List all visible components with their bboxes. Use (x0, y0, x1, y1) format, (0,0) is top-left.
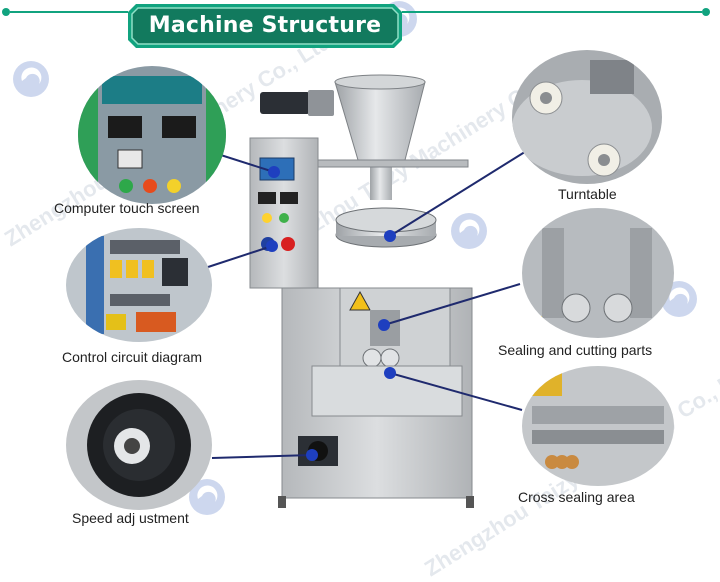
label-cross-sealing: Cross sealing area (518, 489, 635, 505)
page-title: Machine Structure (148, 13, 382, 38)
sealing-cutting-photo (522, 208, 674, 338)
cross-sealing-photo (522, 366, 674, 486)
packing-machine (249, 74, 474, 508)
speed-knob-photo (66, 380, 212, 510)
brand-logo-icon (188, 478, 226, 516)
circuit-photo (66, 228, 212, 342)
label-turntable: Turntable (558, 186, 617, 202)
title-banner (128, 4, 402, 48)
decor-dot-left (2, 8, 10, 16)
touch-screen-photo (78, 66, 226, 204)
turntable-photo (512, 50, 662, 184)
brand-logo-icon (12, 60, 50, 98)
label-touch-screen: Computer touch screen (54, 200, 200, 216)
decor-line-left (10, 11, 128, 13)
decor-line-right (402, 11, 702, 13)
pointer-lines (179, 141, 529, 461)
label-speed: Speed adj ustment (72, 510, 189, 526)
brand-logo-icon (450, 212, 488, 250)
decor-dot-right (702, 8, 710, 16)
label-sealing: Sealing and cutting parts (498, 342, 653, 358)
label-circuit: Control circuit diagram (62, 349, 203, 365)
